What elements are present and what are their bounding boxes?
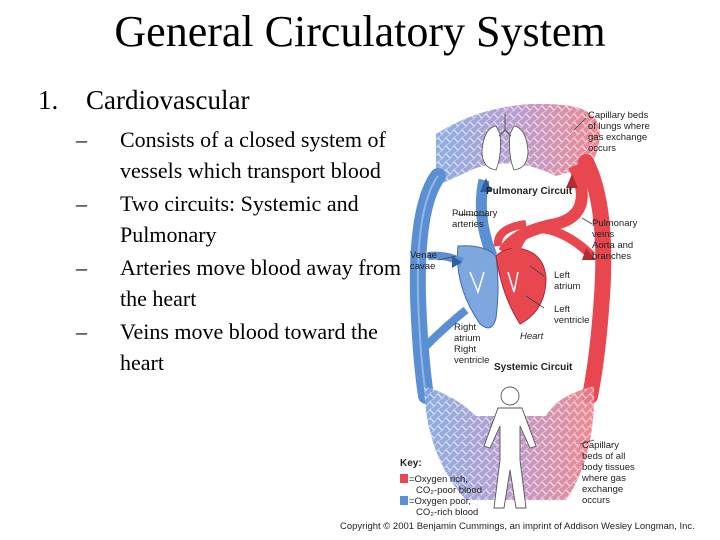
key-title: Key: [400,458,422,469]
copyright-notice: Copyright © 2001 Benjamin Cummings, an i… [340,521,695,532]
bullet-text: Arteries move blood away from the heart [120,255,402,311]
bullet-dash: – [76,127,87,152]
pulmonary-vein-vessel [493,163,588,256]
leader-lines [437,117,595,445]
key-swatch-oxygen-poor [400,496,408,505]
key-swatch-oxygen-rich [400,474,408,483]
section-number: 1. [38,85,59,115]
bullet-item: – Consists of a closed system of vessels… [72,124,402,186]
bullet-list: – Consists of a closed system of vessels… [72,124,402,380]
bullet-dash: – [76,319,87,344]
bullet-text: Two circuits: Systemic and Pulmonary [120,191,359,247]
blue-vessel-left [409,168,446,404]
venae-cavae-vessel [423,251,469,349]
bullet-text: Consists of a closed system of vessels w… [120,127,386,183]
color-key: Key: =Oxygen rich,CO₂-poor blood =Oxygen… [400,458,482,518]
label-systemic-circuit: Systemic Circuit [494,362,573,373]
key-label-oxygen-poor: =Oxygen poor,CO₂-rich blood [409,496,478,518]
label-pulmonary-circuit: Pulmonary Circuit [486,186,573,197]
red-vessel-right [578,154,612,404]
key-label-oxygen-rich: =Oxygen rich,CO₂-poor blood [409,474,482,496]
aorta-vessel [511,224,596,260]
bullet-dash: – [76,191,87,216]
bullet-item: – Veins move blood toward the heart [72,316,402,378]
bullet-dash: – [76,255,87,280]
bullet-item: – Two circuits: Systemic and Pulmonary [72,188,402,250]
heart-illustration [457,245,547,329]
bullet-text: Veins move blood toward the heart [120,319,378,375]
pulmonary-artery-vessel [475,178,498,259]
label-heart: Heart [520,331,544,342]
lungs-illustration [481,114,529,171]
bullet-item: – Arteries move blood away from the hear… [72,252,402,314]
section-heading: 1. Cardiovascular [38,84,249,116]
human-figure-illustration [483,386,537,509]
section-label: Cardiovascular [86,85,250,115]
slide-title: General Circulatory System [114,7,606,56]
